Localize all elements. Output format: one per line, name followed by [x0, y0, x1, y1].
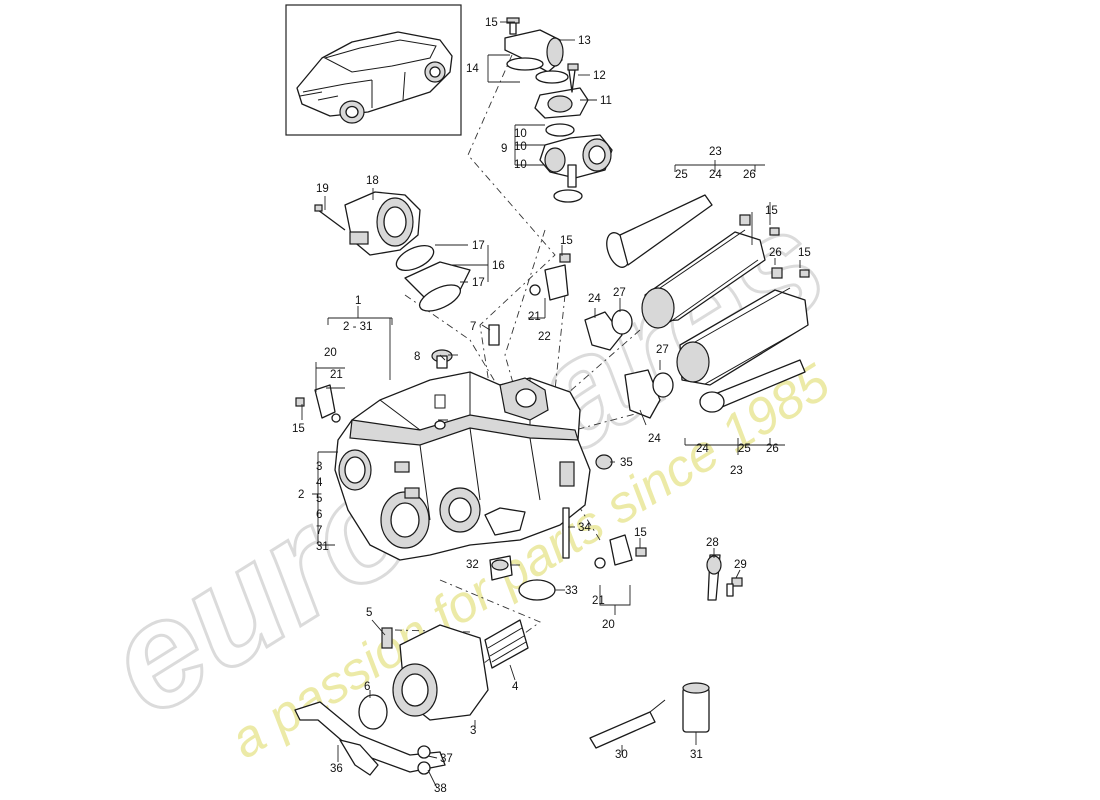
callout-21: 21 [528, 311, 541, 323]
callout-31: 31 [690, 749, 703, 761]
callout-23: 23 [730, 465, 743, 477]
callout-10: 10 [514, 128, 527, 140]
callout-25: 25 [738, 443, 751, 455]
callout-6: 6 [316, 509, 322, 521]
callout-10: 10 [514, 159, 527, 171]
callout-labels: 15 13 14 12 11 10 9 10 10 19 18 17 16 17… [292, 17, 811, 795]
callout-24: 24 [588, 293, 601, 305]
callout-7: 7 [316, 525, 322, 537]
callout-21: 21 [330, 369, 343, 381]
callout-23: 23 [709, 146, 722, 158]
callout-22: 22 [538, 331, 551, 343]
callout-20: 20 [602, 619, 615, 631]
callout-3: 3 [470, 725, 476, 737]
callout-17: 17 [472, 240, 485, 252]
callout-36: 36 [330, 763, 343, 775]
supercharger-housing [334, 371, 591, 561]
callout-24: 24 [648, 433, 661, 445]
callout-8: 8 [414, 351, 420, 363]
callout-29: 29 [734, 559, 747, 571]
callout-15: 15 [292, 423, 305, 435]
callout-30: 30 [615, 749, 628, 761]
callout-5: 5 [316, 493, 322, 505]
callout-37: 37 [440, 753, 453, 765]
callout-11: 11 [600, 95, 612, 107]
leader-lines [301, 21, 801, 789]
callout-26: 26 [743, 169, 756, 181]
callout-26: 26 [766, 443, 779, 455]
callout-1: 1 [355, 295, 361, 307]
callout-5: 5 [366, 607, 372, 619]
callout-17: 17 [472, 277, 485, 289]
callout-24: 24 [696, 443, 709, 455]
callout-38: 38 [434, 783, 447, 795]
callout-16: 16 [492, 260, 505, 272]
callout-24: 24 [709, 169, 722, 181]
callout-10: 10 [514, 141, 527, 153]
intercooler-group [584, 194, 810, 419]
callout-26: 26 [769, 247, 782, 259]
bottom-parts [294, 554, 743, 776]
callout-15: 15 [798, 247, 811, 259]
callout-12: 12 [593, 70, 606, 82]
callout-7: 7 [470, 321, 476, 333]
callout-14: 14 [466, 63, 479, 75]
intake-elbow-group [314, 191, 471, 312]
callout-20: 20 [324, 347, 337, 359]
callout-4: 4 [512, 681, 519, 693]
callout-32: 32 [466, 559, 479, 571]
callout-27: 27 [613, 287, 626, 299]
callout-4: 4 [316, 477, 323, 489]
callout-9: 9 [501, 143, 507, 155]
callout-19: 19 [316, 183, 329, 195]
callout-28: 28 [706, 537, 719, 549]
callout-15: 15 [485, 17, 498, 29]
callout-6: 6 [364, 681, 370, 693]
callout-27: 27 [656, 344, 669, 356]
callout-18: 18 [366, 175, 379, 187]
callout-13: 13 [578, 35, 591, 47]
callout-33: 33 [565, 585, 578, 597]
callout-15: 15 [634, 527, 647, 539]
callout-21: 21 [592, 595, 605, 607]
callout-15: 15 [560, 235, 573, 247]
callout-31: 31 [316, 541, 329, 553]
callout-3: 3 [316, 461, 322, 473]
callout-25: 25 [675, 169, 688, 181]
throttle-body-group [504, 17, 613, 203]
callout-2: 2 [298, 489, 304, 501]
callout-34: 34 [578, 522, 591, 534]
callout-15: 15 [765, 205, 778, 217]
callout-2-31: 2 - 31 [343, 321, 372, 333]
vehicle-thumbnail [285, 4, 462, 136]
sensor-group [295, 253, 647, 569]
callout-35: 35 [620, 457, 633, 469]
